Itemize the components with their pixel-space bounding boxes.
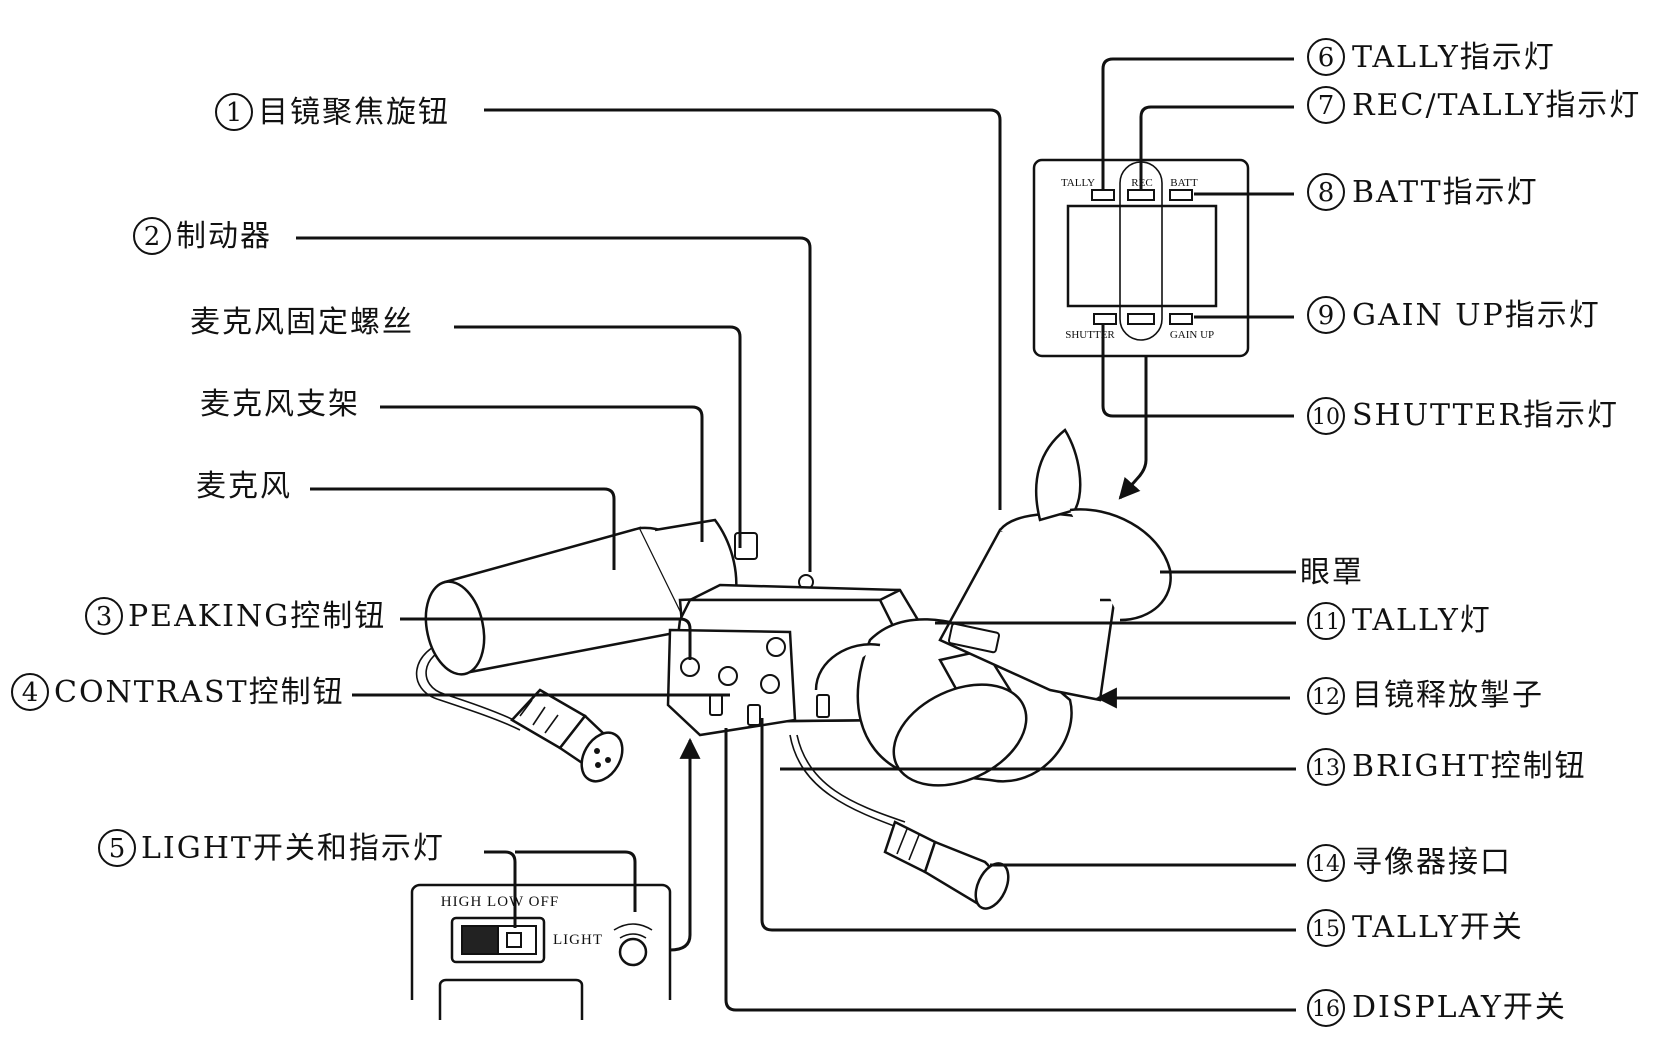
leader-lines-right bbox=[724, 57, 1296, 1012]
labels-right: 6 TALLY指示灯 7 REC/TALLY指示灯 8 BATT指示灯 9 GA… bbox=[1300, 38, 1641, 1027]
svg-text:目镜释放掣子: 目镜释放掣子 bbox=[1352, 678, 1544, 713]
svg-text:12: 12 bbox=[1312, 685, 1340, 710]
label-rec-tally-indicator: 7 REC/TALLY指示灯 bbox=[1307, 86, 1641, 124]
shutter-panel-label: SHUTTER bbox=[1065, 329, 1115, 341]
batt-panel-label: BATT bbox=[1170, 177, 1198, 189]
svg-text:3: 3 bbox=[96, 602, 113, 632]
light-indicator-lamp bbox=[618, 937, 648, 967]
svg-text:13: 13 bbox=[1312, 756, 1340, 781]
svg-text:6: 6 bbox=[1318, 43, 1335, 73]
svg-text:TALLY灯: TALLY灯 bbox=[1352, 603, 1492, 638]
svg-text:麦克风固定螺丝: 麦克风固定螺丝 bbox=[190, 305, 414, 340]
label-microphone: 麦克风 bbox=[196, 469, 292, 504]
label-tally-switch: 15 TALLY开关 bbox=[1307, 909, 1524, 947]
light-switch-positions: HIGH LOW OFF bbox=[441, 894, 559, 910]
label-gain-up-indicator: 9 GAIN UP指示灯 bbox=[1307, 296, 1601, 334]
leader-lines-left bbox=[296, 108, 1002, 952]
svg-text:PEAKING控制钮: PEAKING控制钮 bbox=[128, 599, 386, 634]
svg-text:8: 8 bbox=[1318, 178, 1335, 208]
svg-text:寻像器接口: 寻像器接口 bbox=[1352, 845, 1512, 880]
svg-text:TALLY指示灯: TALLY指示灯 bbox=[1352, 40, 1556, 75]
viewfinder-device-drawing bbox=[415, 428, 1172, 910]
label-shutter-indicator: 10 SHUTTER指示灯 bbox=[1307, 397, 1619, 435]
label-batt-indicator: 8 BATT指示灯 bbox=[1307, 173, 1539, 211]
svg-text:11: 11 bbox=[1312, 610, 1340, 635]
label-mic-fixing-screw: 麦克风固定螺丝 bbox=[190, 305, 414, 340]
gain-up-panel-label: GAIN UP bbox=[1170, 329, 1214, 341]
svg-text:9: 9 bbox=[1318, 301, 1335, 331]
svg-text:DISPLAY开关: DISPLAY开关 bbox=[1352, 990, 1567, 1025]
label-peaking-control: 3 PEAKING控制钮 bbox=[85, 597, 386, 635]
batt-indicator bbox=[1169, 189, 1193, 201]
indicator-panel-inset: TALLY REC BATT SHUTTER GAIN UP bbox=[1032, 158, 1250, 358]
label-display-switch: 16 DISPLAY开关 bbox=[1307, 989, 1567, 1027]
svg-text:BATT指示灯: BATT指示灯 bbox=[1352, 175, 1539, 210]
display-window bbox=[1066, 204, 1218, 308]
rec-indicator bbox=[1127, 189, 1155, 201]
labels-left: 1 目镜聚焦旋钮 2 制动器 麦克风固定螺丝 麦克风支架 麦克风 3 PEAKI… bbox=[11, 93, 450, 867]
label-tally-indicator: 6 TALLY指示灯 bbox=[1307, 38, 1556, 76]
gain-up-indicator bbox=[1169, 313, 1193, 325]
tally-indicator bbox=[1091, 189, 1115, 201]
svg-text:4: 4 bbox=[22, 678, 39, 708]
light-switch-panel-inset: HIGH LOW OFF LIGHT bbox=[410, 883, 672, 1020]
label-tally-lamp: 11 TALLY灯 bbox=[1307, 602, 1492, 640]
switch-knob bbox=[461, 925, 499, 955]
svg-text:10: 10 bbox=[1312, 405, 1340, 430]
svg-text:1: 1 bbox=[226, 98, 243, 128]
svg-text:15: 15 bbox=[1312, 917, 1340, 942]
svg-text:GAIN UP指示灯: GAIN UP指示灯 bbox=[1352, 298, 1601, 333]
label-viewfinder-connector: 14 寻像器接口 bbox=[1307, 844, 1512, 882]
label-light-switch-indicator: 5 LIGHT开关和指示灯 bbox=[98, 829, 445, 867]
light-panel-label: LIGHT bbox=[553, 932, 603, 948]
xlr-connector-drawing bbox=[510, 688, 624, 783]
svg-text:LIGHT开关和指示灯: LIGHT开关和指示灯 bbox=[141, 831, 445, 866]
center-indicator bbox=[1127, 313, 1155, 325]
label-eyepiece-release-lever: 12 目镜释放掣子 bbox=[1307, 677, 1544, 715]
label-bright-control: 13 BRIGHT控制钮 bbox=[1307, 748, 1587, 786]
svg-text:REC/TALLY指示灯: REC/TALLY指示灯 bbox=[1352, 88, 1641, 123]
svg-text:眼罩: 眼罩 bbox=[1300, 555, 1364, 590]
svg-text:麦克风: 麦克风 bbox=[196, 469, 292, 504]
svg-text:麦克风支架: 麦克风支架 bbox=[200, 387, 360, 422]
svg-text:CONTRAST控制钮: CONTRAST控制钮 bbox=[54, 675, 345, 710]
label-mic-holder: 麦克风支架 bbox=[200, 387, 360, 422]
label-eyecup: 眼罩 bbox=[1300, 555, 1364, 590]
shutter-indicator bbox=[1093, 313, 1117, 325]
label-contrast-control: 4 CONTRAST控制钮 bbox=[11, 673, 345, 711]
label-eyepiece-focus-ring: 1 目镜聚焦旋钮 bbox=[215, 93, 450, 131]
svg-text:5: 5 bbox=[109, 834, 126, 864]
tally-panel-label: TALLY bbox=[1061, 177, 1095, 189]
viewfinder-cable-drawing bbox=[789, 734, 1010, 910]
svg-text:16: 16 bbox=[1312, 997, 1340, 1022]
viewfinder-body-drawing bbox=[666, 428, 1172, 787]
svg-text:TALLY开关: TALLY开关 bbox=[1352, 910, 1524, 945]
svg-text:BRIGHT控制钮: BRIGHT控制钮 bbox=[1352, 749, 1587, 784]
svg-text:2: 2 bbox=[144, 222, 161, 252]
label-brake: 2 制动器 bbox=[133, 217, 272, 255]
svg-text:制动器: 制动器 bbox=[176, 219, 272, 254]
svg-text:7: 7 bbox=[1318, 91, 1335, 121]
svg-text:SHUTTER指示灯: SHUTTER指示灯 bbox=[1352, 398, 1619, 433]
svg-text:目镜聚焦旋钮: 目镜聚焦旋钮 bbox=[258, 95, 450, 130]
svg-text:14: 14 bbox=[1312, 852, 1340, 877]
